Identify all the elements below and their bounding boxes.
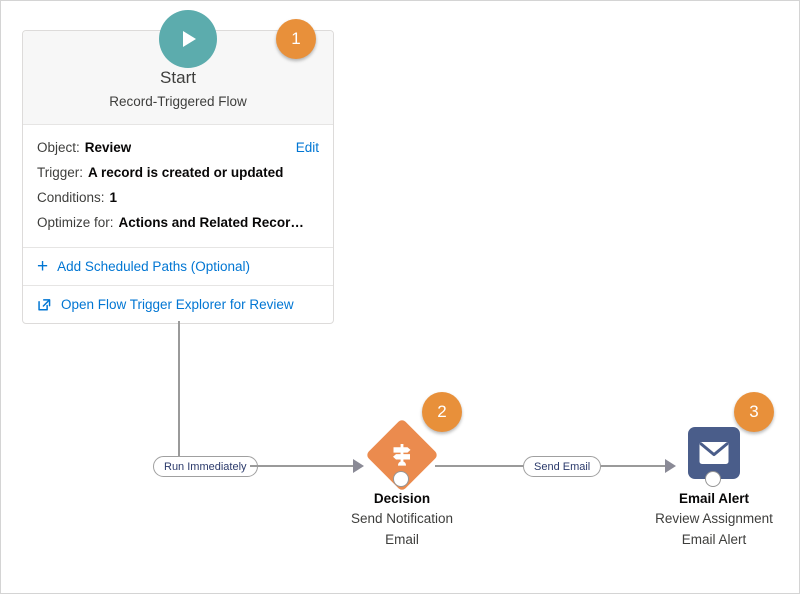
email-alert-subtitle-line1: Review Assignment — [655, 511, 773, 526]
decision-shape-wrap — [322, 418, 482, 492]
step-badge-number: 1 — [291, 29, 301, 48]
add-scheduled-paths-link[interactable]: + Add Scheduled Paths (Optional) — [23, 248, 333, 286]
start-element-card[interactable]: Start Record-Triggered Flow Object: Revi… — [22, 10, 334, 324]
detail-value: Actions and Related Recor… — [118, 215, 304, 230]
decision-subtitle-line2: Email — [385, 532, 419, 547]
decision-signpost-icon — [376, 429, 428, 481]
email-alert-connector-handle[interactable] — [705, 471, 721, 487]
detail-label: Trigger: — [37, 165, 84, 180]
plus-icon: + — [37, 255, 49, 277]
detail-row-optimize-for: Optimize for: Actions and Related Recor… — [37, 210, 319, 235]
connector-line-to-decision — [250, 465, 356, 467]
play-icon — [159, 10, 217, 68]
open-flow-trigger-explorer-label: Open Flow Trigger Explorer for Review — [61, 297, 294, 312]
detail-label: Conditions: — [37, 190, 105, 205]
external-link-icon — [37, 297, 52, 312]
email-alert-subtitle-line2: Email Alert — [681, 532, 747, 547]
detail-label: Object: — [37, 140, 80, 155]
detail-value: Review — [84, 140, 132, 155]
connector-line-start-vertical — [178, 321, 180, 463]
start-details-list: Object: Review Edit Trigger: A record is… — [23, 125, 333, 248]
detail-value: 1 — [109, 190, 118, 205]
decision-subtitle-line1: Send Notification — [350, 511, 454, 526]
flow-node-email-alert[interactable]: Email Alert Review Assignment Email Aler… — [634, 425, 794, 550]
step-badge-number: 2 — [437, 402, 447, 421]
decision-connector-handle[interactable] — [393, 471, 409, 487]
email-envelope-icon — [688, 427, 740, 479]
connector-label-run-immediately[interactable]: Run Immediately — [153, 456, 258, 477]
edit-link[interactable]: Edit — [295, 140, 319, 155]
step-badge-3: 3 — [734, 392, 774, 432]
connector-label-send-email[interactable]: Send Email — [523, 456, 602, 477]
detail-row-trigger: Trigger: A record is created or updated — [37, 160, 319, 185]
connector-line-decision-to-email-left — [435, 465, 525, 467]
connector-arrow-to-decision — [353, 459, 364, 473]
detail-row-conditions: Conditions: 1 — [37, 185, 319, 210]
step-badge-number: 3 — [749, 402, 759, 421]
step-badge-2: 2 — [422, 392, 462, 432]
detail-value: A record is created or updated — [88, 165, 284, 180]
connector-label-text: Run Immediately — [164, 460, 247, 473]
flow-node-decision[interactable]: Decision Send Notification Email — [322, 418, 482, 550]
connector-arrow-to-email-alert — [665, 459, 676, 473]
add-scheduled-paths-label: Add Scheduled Paths (Optional) — [57, 259, 250, 274]
connector-line-decision-to-email-right — [601, 465, 667, 467]
start-title: Start — [160, 68, 196, 87]
step-badge-1: 1 — [276, 19, 316, 59]
connector-label-text: Send Email — [534, 460, 591, 473]
detail-row-object: Object: Review Edit — [37, 135, 319, 160]
detail-label: Optimize for: — [37, 215, 114, 230]
email-alert-title: Email Alert — [678, 491, 750, 506]
start-subtitle: Record-Triggered Flow — [109, 94, 247, 109]
email-alert-shape-wrap — [634, 425, 794, 487]
decision-title: Decision — [373, 491, 431, 506]
open-flow-trigger-explorer-link[interactable]: Open Flow Trigger Explorer for Review — [23, 286, 333, 323]
